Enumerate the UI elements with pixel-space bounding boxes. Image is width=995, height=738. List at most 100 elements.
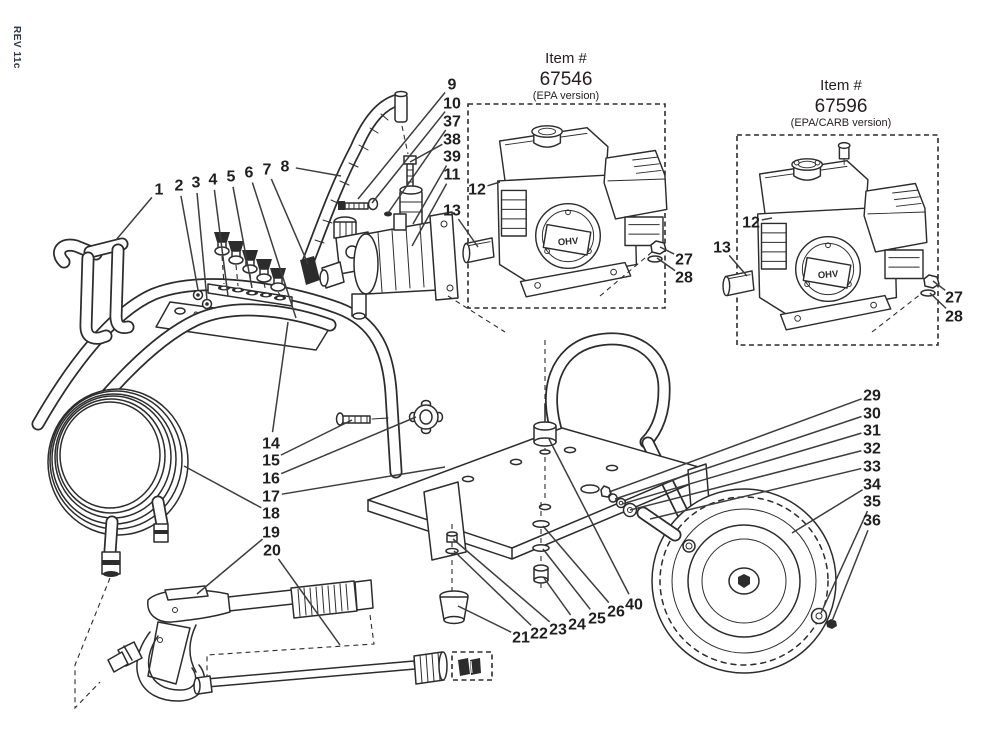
- leader-line-13: [728, 254, 748, 277]
- callout-number-32: 32: [863, 441, 881, 458]
- leader-line-7: [270, 178, 309, 265]
- callout-number-27: 27: [675, 252, 693, 269]
- leader-line-17: [281, 466, 446, 495]
- leader-line-20: [277, 558, 341, 646]
- spacer-ring: [682, 539, 696, 553]
- leader-line-21: [457, 605, 512, 633]
- leader-line-31: [621, 432, 862, 505]
- callout-number-6: 6: [245, 165, 254, 182]
- callout-number-8: 8: [281, 159, 290, 176]
- bolt-head: [338, 201, 345, 210]
- leader-line-38: [409, 143, 443, 163]
- star-knob: [413, 404, 439, 430]
- callout-number-28: 28: [675, 270, 693, 287]
- front-leg: [423, 481, 467, 561]
- leader-line-4: [213, 189, 229, 297]
- callout-number-4: 4: [209, 172, 218, 189]
- leader-line-27: [932, 280, 946, 291]
- engine-67596-box: [736, 134, 939, 346]
- engine-nut: [650, 240, 667, 255]
- leader-line-6: [251, 182, 297, 319]
- leader-line-35: [820, 510, 869, 614]
- grip-end-cap: [354, 579, 374, 611]
- spray-nozzles: [214, 232, 286, 301]
- item-variant: (EPA version): [533, 90, 599, 102]
- leader-line-26: [542, 525, 610, 604]
- leader-line-40: [548, 438, 630, 595]
- callout-number-10: 10: [443, 96, 461, 113]
- qc-nozzle: [458, 658, 470, 676]
- leader-line-37: [387, 129, 447, 214]
- engine-washer: [647, 255, 663, 263]
- gun-lance: [227, 589, 294, 612]
- washer: [532, 520, 550, 528]
- wand-tube: [205, 660, 416, 688]
- revision-label: REV 11c: [11, 26, 22, 69]
- leader-line-28: [656, 257, 676, 272]
- hose-end: [394, 93, 408, 123]
- washer: [367, 197, 379, 211]
- leader-line-14: [271, 321, 289, 433]
- o-ring: [384, 211, 392, 217]
- engine-67596: OHV: [722, 141, 928, 331]
- engine-67546: OHV: [462, 125, 668, 298]
- callout-number-23: 23: [549, 622, 567, 639]
- callout-number-5: 5: [227, 169, 236, 186]
- callout-number-35: 35: [863, 494, 881, 511]
- callout-number-36: 36: [863, 513, 881, 530]
- leader-line-30: [614, 415, 862, 500]
- leader-line-11: [411, 183, 448, 247]
- leader-line-3: [196, 192, 208, 301]
- callout-number-9: 9: [448, 77, 457, 94]
- pump-assembly: [319, 211, 506, 333]
- item-label: Item #: [820, 77, 862, 94]
- callout-number-15: 15: [262, 453, 280, 470]
- leader-line-10: [371, 111, 446, 204]
- callout-number-3: 3: [192, 175, 201, 192]
- engine-badge: OHV: [817, 269, 839, 282]
- washer: [532, 544, 550, 552]
- leader-line-39: [412, 165, 448, 225]
- callout-number-38: 38: [443, 132, 461, 149]
- leader-line-24: [543, 577, 572, 616]
- leader-line-34: [791, 489, 864, 534]
- callout-number-12: 12: [468, 182, 486, 199]
- callout-number-31: 31: [863, 423, 881, 440]
- callout-number-28: 28: [945, 309, 963, 326]
- callout-number-24: 24: [568, 617, 586, 634]
- top-fitting: [393, 213, 407, 231]
- item-number: 67596: [815, 96, 868, 117]
- item-variant: (EPA/CARB version): [791, 117, 892, 129]
- leader-line-29: [608, 398, 862, 493]
- leader-line-36: [831, 529, 869, 622]
- leader-line-28: [929, 292, 947, 309]
- leader-line-19: [196, 538, 264, 595]
- callout-number-12: 12: [742, 215, 760, 232]
- wheel-group: [600, 485, 837, 674]
- callout-number-29: 29: [863, 388, 881, 405]
- leader-line-18: [183, 465, 262, 509]
- handle-knob-group: [335, 399, 444, 435]
- callout-number-37: 37: [443, 114, 461, 131]
- axle-nut-hub: [738, 574, 750, 588]
- leader-line-23: [452, 538, 551, 623]
- callout-number-7: 7: [263, 162, 272, 179]
- carb-vent-tube: [837, 141, 851, 165]
- nozzle-rail-group: [192, 232, 293, 310]
- nozzle-dashed-box: [451, 651, 493, 681]
- pressure-hose-coil: [47, 388, 189, 710]
- spray-gun: [107, 579, 374, 702]
- leader-line-8: [295, 167, 342, 177]
- callout-number-22: 22: [530, 626, 548, 643]
- siphon-filter-tip: [300, 256, 320, 285]
- callout-number-26: 26: [607, 604, 625, 621]
- callout-number-13: 13: [713, 240, 731, 257]
- axle-bolt: [600, 485, 612, 498]
- leader-line-25: [542, 548, 591, 610]
- callout-number-27: 27: [945, 290, 963, 307]
- isolator-group: [532, 340, 557, 590]
- axle-washer: [810, 607, 828, 625]
- leader-line-32: [629, 450, 862, 511]
